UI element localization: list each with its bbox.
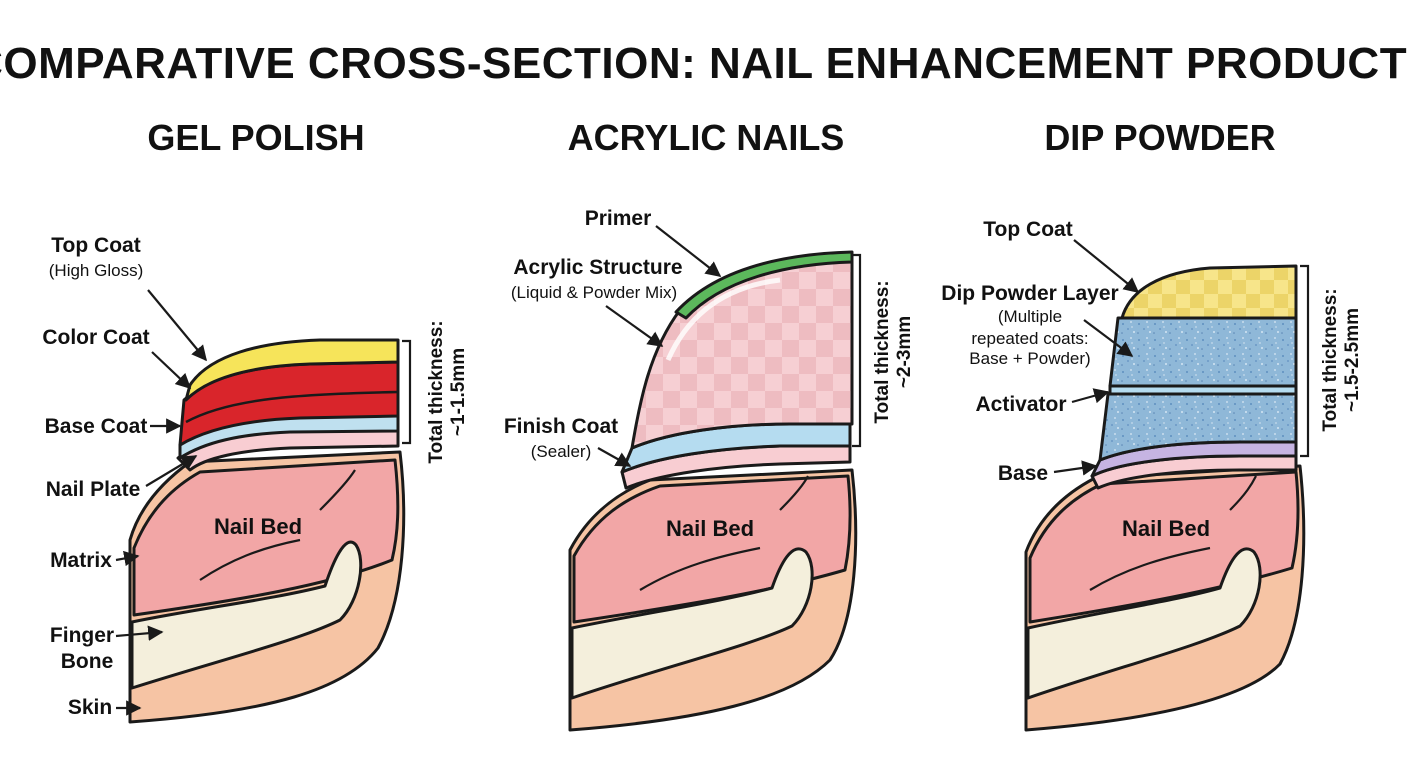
acrylic-label-finish-note: (Sealer)	[531, 442, 591, 461]
gel-label-finger: Finger	[50, 624, 114, 647]
gel-label-top-coat-note: (High Gloss)	[49, 261, 143, 280]
dip-label-activator: Activator	[975, 393, 1066, 416]
gel-label-skin: Skin	[68, 696, 112, 719]
gel-label-color-coat: Color Coat	[42, 326, 149, 349]
gel-finger-bone	[130, 540, 363, 690]
gel-bracket-icon	[402, 339, 412, 445]
arrow-icon	[151, 351, 192, 390]
dip-powder-upper	[1108, 316, 1298, 388]
acrylic-thickness-label: Total thickness:	[872, 280, 893, 423]
gel-label-nail-plate: Nail Plate	[46, 478, 141, 501]
arrow-icon	[597, 447, 632, 467]
gel-label-top-coat: Top Coat	[51, 234, 140, 257]
dip-label-base: Base	[998, 462, 1048, 485]
dip-bracket-icon	[1300, 264, 1310, 458]
dip-top-coat	[1120, 264, 1298, 320]
acrylic-illustration	[568, 250, 858, 732]
main-title: COMPARATIVE CROSS-SECTION: NAIL ENHANCEM…	[0, 39, 1408, 88]
acrylic-label-finish-coat: Finish Coat	[504, 415, 618, 438]
acrylic-primer	[674, 250, 854, 320]
arrow-icon	[655, 225, 722, 277]
arrow-icon	[1071, 388, 1110, 404]
dip-nail-bed-label: Nail Bed	[1122, 516, 1210, 541]
acrylic-label-structure: Acrylic Structure	[513, 256, 682, 279]
dip-label-powder-layer: Dip Powder Layer	[941, 282, 1118, 305]
gel-label-bone: Bone	[61, 650, 114, 673]
dip-panel-title: DIP POWDER	[1044, 117, 1275, 158]
arrow-icon	[115, 550, 140, 567]
arrow-icon	[1053, 460, 1098, 476]
acrylic-bracket-icon	[852, 253, 862, 448]
acrylic-nail-bed-label: Nail Bed	[666, 516, 754, 541]
acrylic-panel-title: ACRYLIC NAILS	[568, 117, 845, 158]
dip-powder-lower	[1098, 392, 1298, 462]
gel-top-coat	[184, 338, 400, 402]
acrylic-finger-bone	[570, 547, 814, 700]
dip-illustration	[1024, 264, 1306, 732]
arrow-icon	[1073, 239, 1140, 293]
gel-label-base-coat: Base Coat	[45, 415, 148, 438]
acrylic-thickness-value: ~2-3mm	[894, 316, 915, 388]
acrylic-label-structure-note: (Liquid & Powder Mix)	[511, 283, 677, 302]
gel-crease	[199, 538, 301, 581]
dip-label-powder-note-1: (Multiple	[998, 307, 1062, 326]
gel-nail-bed-label: Nail Bed	[214, 514, 302, 539]
arrow-icon	[115, 625, 164, 641]
dip-thickness-value: ~1.5-2.5mm	[1342, 308, 1363, 412]
arrow-icon	[605, 305, 664, 347]
gel-thickness-value: ~1-1.5mm	[448, 348, 469, 436]
gel-thickness-label: Total thickness:	[426, 320, 447, 463]
dip-label-top-coat: Top Coat	[983, 218, 1072, 241]
dip-finger-bone	[1026, 547, 1262, 700]
gel-label-matrix: Matrix	[50, 549, 112, 572]
dip-label-powder-note-3: Base + Powder)	[969, 349, 1090, 368]
arrow-icon	[1083, 319, 1134, 357]
dip-thickness-label: Total thickness:	[1320, 288, 1341, 431]
arrow-icon	[145, 455, 198, 487]
arrow-icon	[147, 289, 207, 362]
dip-label-powder-note-2: repeated coats:	[971, 329, 1088, 348]
acrylic-label-primer: Primer	[585, 207, 652, 230]
gel-illustration	[128, 338, 406, 724]
gel-panel-title: GEL POLISH	[147, 117, 364, 158]
